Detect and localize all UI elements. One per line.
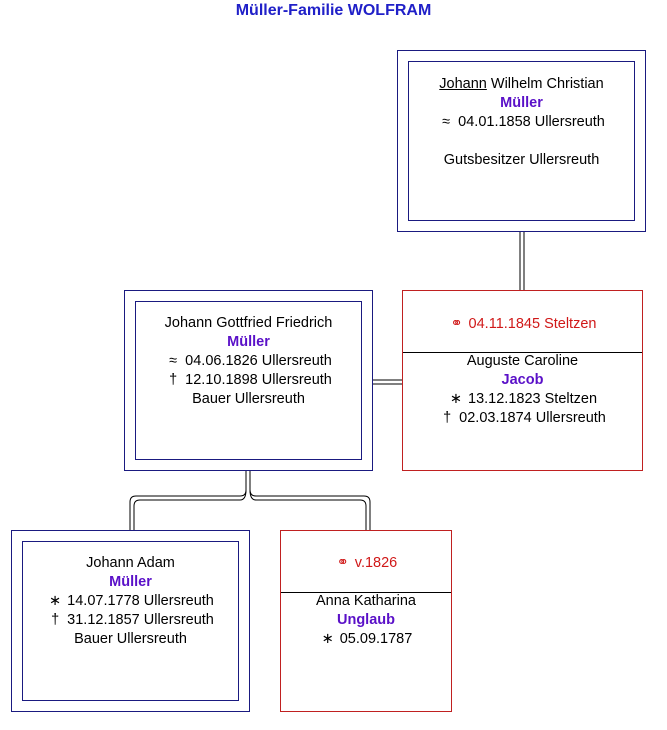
person-info: Johann Gottfried Friedrich Müller ≈ 04.0…	[125, 314, 372, 409]
person-box-anna-katharina[interactable]: ⚭ v.1826 Anna Katharina Unglaub ∗ 05.09.…	[280, 530, 452, 712]
marriage-date: v.1826	[354, 555, 398, 571]
death-line: † 12.10.1898 Ullersreuth	[125, 371, 372, 390]
marriage-rings-icon: ⚭	[336, 555, 349, 571]
person-box-johann-gottfried-friedrich[interactable]: Johann Gottfried Friedrich Müller ≈ 04.0…	[124, 290, 373, 471]
death-date: 02.03.1874 Ullersreuth	[459, 410, 606, 426]
call-name: Johann	[439, 76, 487, 92]
given-name: Johann Gottfried Friedrich	[164, 315, 333, 331]
occupation: Bauer Ullersreuth	[74, 631, 187, 647]
divider	[281, 592, 451, 593]
baptism-icon: ≈	[169, 353, 178, 369]
marriage-line: ⚭ v.1826	[281, 554, 451, 573]
baptism-line: ≈ 04.06.1826 Ullersreuth	[125, 352, 372, 371]
death-line: † 02.03.1874 Ullersreuth	[403, 409, 642, 428]
given-name: Auguste Caroline	[466, 353, 579, 369]
birth-line: ∗ 13.12.1823 Steltzen	[403, 390, 642, 409]
person-info: Anna Katharina Unglaub ∗ 05.09.1787	[281, 592, 451, 649]
birth-star-icon: ∗	[449, 391, 463, 407]
birth-line: ∗ 14.07.1778 Ullersreuth	[12, 592, 249, 611]
inner-frame	[408, 61, 635, 221]
birth-star-icon: ∗	[49, 593, 62, 609]
surname: Jacob	[501, 372, 544, 388]
surname: Unglaub	[337, 612, 395, 628]
inner-frame	[135, 301, 362, 460]
birth-date: 14.07.1778 Ullersreuth	[67, 593, 214, 609]
surname: Müller	[500, 95, 543, 111]
person-box-auguste-caroline[interactable]: ⚭ 04.11.1845 Steltzen Auguste Caroline J…	[402, 290, 643, 471]
person-box-johann-wilhelm-christian[interactable]: Johann Wilhelm Christian Müller ≈ 04.01.…	[397, 50, 646, 232]
inner-frame	[22, 541, 239, 701]
death-cross-icon: †	[443, 410, 452, 426]
death-cross-icon: †	[51, 612, 60, 628]
death-line: † 31.12.1857 Ullersreuth	[12, 611, 249, 630]
surname: Müller	[109, 574, 152, 590]
birth-date: 13.12.1823 Steltzen	[468, 391, 598, 407]
marriage-date: 04.11.1845 Steltzen	[468, 316, 597, 332]
divider	[403, 352, 642, 353]
baptism-icon: ≈	[442, 114, 451, 130]
baptism-date: 04.01.1858 Ullersreuth	[458, 114, 605, 130]
death-cross-icon: †	[169, 372, 178, 388]
surname: Müller	[227, 334, 270, 350]
birth-date: 05.09.1787	[339, 631, 413, 647]
person-info: Johann Adam Müller ∗ 14.07.1778 Ullersre…	[12, 554, 249, 649]
death-date: 12.10.1898 Ullersreuth	[185, 372, 332, 388]
baptism-line: ≈ 04.01.1858 Ullersreuth	[398, 113, 645, 132]
marriage-line: ⚭ 04.11.1845 Steltzen	[403, 315, 642, 334]
page-title: Müller-Familie WOLFRAM	[235, 2, 432, 19]
death-date: 31.12.1857 Ullersreuth	[67, 612, 214, 628]
given-name-rest: Wilhelm Christian	[486, 76, 604, 92]
given-name: Johann Adam	[86, 555, 175, 571]
person-box-johann-adam[interactable]: Johann Adam Müller ∗ 14.07.1778 Ullersre…	[11, 530, 250, 712]
given-name: Anna Katharina	[316, 593, 416, 609]
given-name: Johann Wilhelm Christian	[398, 75, 645, 94]
person-info: Auguste Caroline Jacob ∗ 13.12.1823 Stel…	[403, 352, 642, 428]
marriage-rings-icon: ⚭	[450, 316, 463, 332]
baptism-date: 04.06.1826 Ullersreuth	[185, 353, 332, 369]
birth-star-icon: ∗	[321, 631, 334, 647]
occupation: Bauer Ullersreuth	[192, 391, 305, 407]
person-info: Johann Wilhelm Christian Müller ≈ 04.01.…	[398, 75, 645, 170]
occupation: Gutsbesitzer Ullersreuth	[443, 152, 600, 168]
birth-line: ∗ 05.09.1787	[281, 630, 451, 649]
